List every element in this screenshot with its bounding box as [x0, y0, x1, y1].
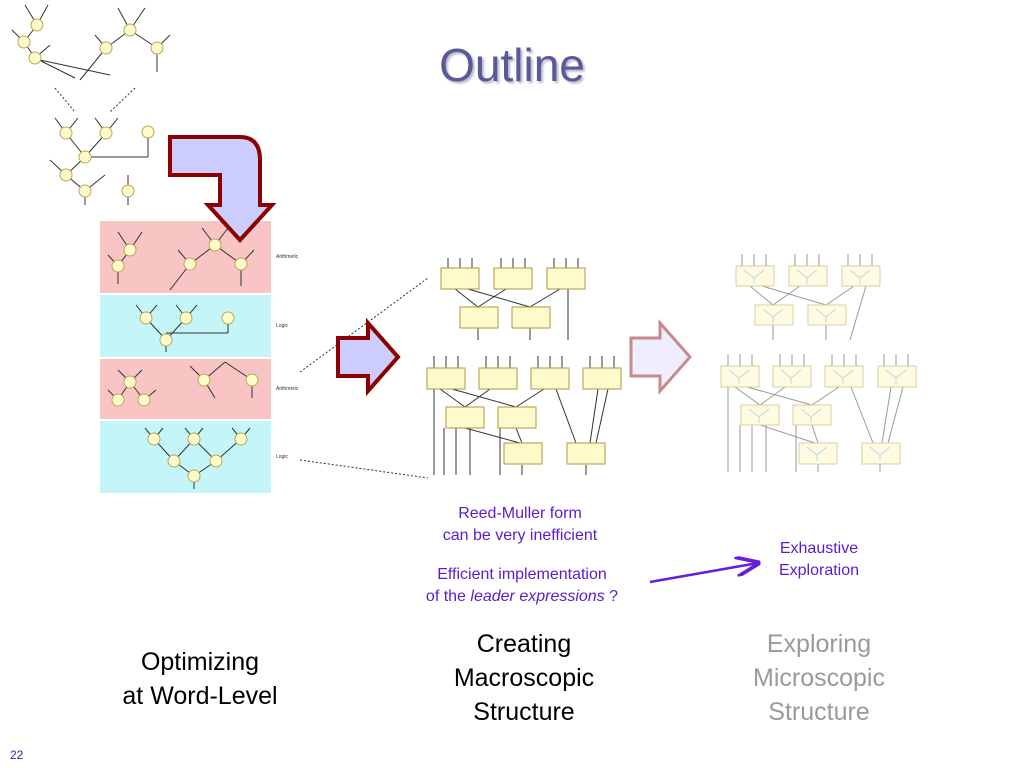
faded-right-arrow-icon: [629, 319, 693, 395]
right-arrow-icon: [336, 317, 401, 397]
caption-optimizing: Optimizing at Word-Level: [80, 645, 320, 713]
band-label-arithmetic-2: Arithmetic: [276, 386, 299, 392]
creating-line2: Macroscopic: [453, 664, 595, 692]
exploring-line1: Exploring: [766, 630, 872, 658]
leader-expressions-text: leader expressions: [470, 588, 605, 605]
bent-arrow-icon: [168, 135, 277, 243]
arithmetic-band-2: [100, 359, 271, 419]
logic-band-2: [100, 421, 271, 493]
exploration-arrow: [649, 563, 758, 584]
exploring-line2: Microscopic: [753, 664, 885, 692]
slide-title: Outline: [439, 39, 585, 91]
optimizing-line1: Optimizing: [140, 648, 260, 676]
reed-muller-line1: Reed-Muller form: [458, 505, 582, 522]
caption-exploring: Exploring Microscopic Structure: [699, 627, 939, 729]
macroscopic-structure: [433, 258, 615, 475]
efficient-line1: Efficient implementation: [437, 566, 607, 583]
reed-muller-note: Reed-Muller form can be very inefficient: [400, 503, 640, 547]
exhaustive-line2: Exploration: [778, 562, 860, 579]
efficient-line2: of the leader expressions ?: [380, 586, 664, 608]
microscopic-structure: [727, 254, 909, 472]
exhaustive-line1: Exhaustive: [779, 540, 859, 557]
word-level-expression-tree: [11, 4, 171, 205]
reed-muller-line2: can be very inefficient: [442, 527, 598, 544]
efficient-suffix: ?: [609, 588, 619, 605]
exhaustive-exploration-note: Exhaustive Exploration: [750, 538, 888, 582]
optimizing-line2: at Word-Level: [122, 682, 278, 710]
band-label-logic-1: Logic: [276, 323, 288, 329]
creating-line1: Creating: [476, 630, 572, 658]
page-number: 22: [10, 748, 24, 762]
exploring-line3: Structure: [768, 698, 870, 726]
band-label-arithmetic-1: Arithmetic: [276, 254, 299, 260]
efficient-implementation-note: Efficient implementation of the leader e…: [380, 564, 664, 608]
logic-band-1: [100, 295, 271, 357]
caption-creating: Creating Macroscopic Structure: [404, 627, 644, 729]
efficient-prefix: of the: [425, 588, 466, 605]
band-label-logic-2: Logic: [276, 454, 288, 460]
creating-line3: Structure: [473, 698, 575, 726]
